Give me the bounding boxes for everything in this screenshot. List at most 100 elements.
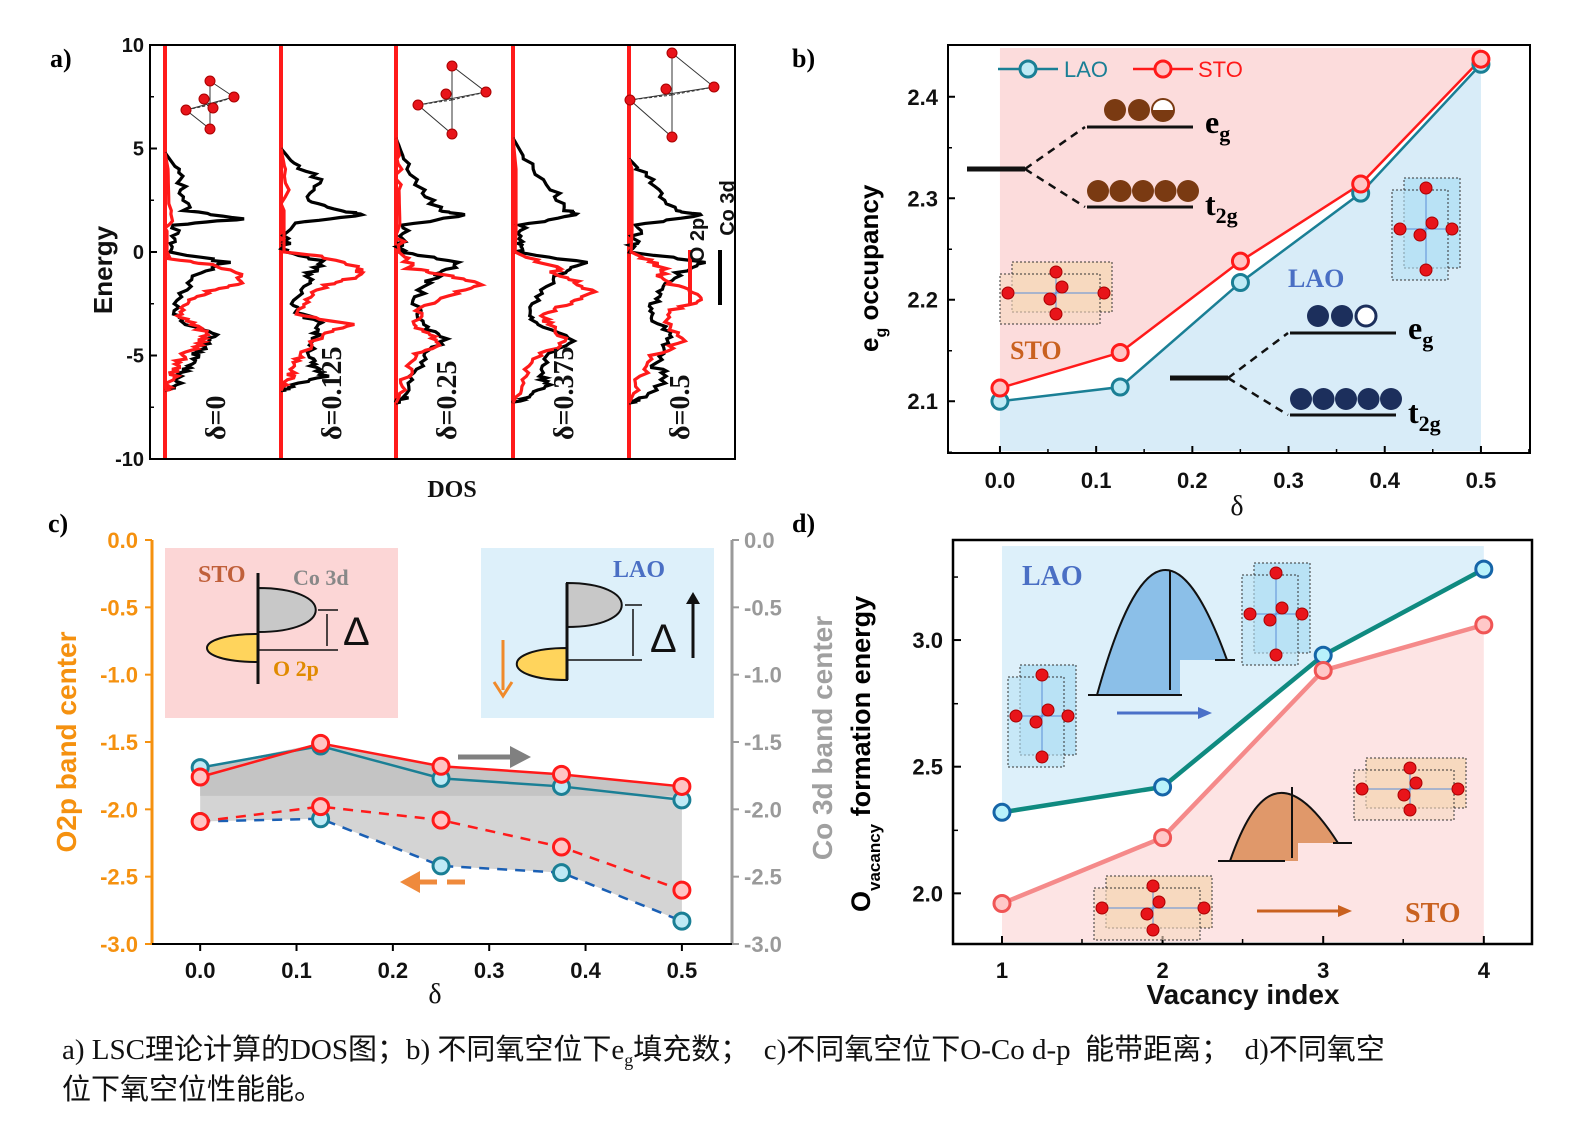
y-tick-label: 2.0 [912,881,943,906]
o2p-band-lobe [206,632,259,664]
x-tick-label: 0.4 [1369,468,1400,493]
octahedron-edge [417,99,453,106]
delta-symbol: Δ [343,610,370,654]
eg-label: eg [1205,104,1230,146]
split-line [1227,376,1289,417]
y-axis-label-part: occupancy [854,184,884,328]
delta-label: δ=0.375 [549,347,580,441]
x-tick-label: 2 [1156,958,1168,983]
oxygen-atom [1055,280,1069,294]
sto-annotation: STO [198,562,246,588]
electron [1290,388,1312,410]
t2g-main: t [1408,394,1419,430]
up-arrow-head [686,592,700,604]
lao-point [1110,377,1130,397]
sto-point [1153,828,1173,848]
orange-arrow-head [400,871,420,893]
electron [1128,99,1150,121]
left-y-tick-label: -2.5 [100,865,138,890]
series-line-lao-o-2p [200,817,683,923]
eg-main: e [1408,310,1422,346]
sto-direction-arrow-head [1338,905,1352,917]
electron [1312,388,1335,410]
data-point [190,767,210,787]
oxygen-atom [1295,607,1309,621]
y-axis-label-part: g [873,328,890,338]
co3d-dos-curve [163,151,245,393]
lao-annotation: LAO [1022,561,1083,592]
sto-crystal-inset [1093,875,1213,941]
legend-co3d-label: Co 3d [717,180,739,236]
oxygen-atom [1197,901,1211,915]
right-y-tick-label: -1.0 [744,663,782,688]
co3d-band-lobe [257,586,317,634]
oxygen-atom [666,131,678,143]
electron [1357,388,1380,410]
octahedron-outline [416,64,488,136]
sto-vacancy-crystal-inset [1353,757,1467,821]
panel-label-b: b) [792,44,815,73]
data-point [190,811,210,831]
lao-point [1153,777,1173,797]
data-point [431,756,451,776]
data-point [672,880,692,900]
x-tick-label: 0.3 [474,958,505,983]
left-y-tick-label: 0.0 [107,528,138,553]
oxygen-atom [1146,879,1160,893]
lao-barrier-fill [1097,569,1227,695]
empty-electron [1354,304,1378,328]
left-y-tick-label: -0.5 [100,595,138,620]
eg-sub: g [1422,327,1433,352]
sto-point [992,893,1012,913]
y-tick-label: 2.5 [912,755,943,780]
lao-schematic-box [481,548,714,718]
oxygen-atom [1425,216,1439,230]
data-point [431,810,451,830]
oxygen-atom [204,123,216,135]
oxygen-atom [228,91,240,103]
panel-label-a: a) [50,44,72,73]
y-tick-label: 2.4 [907,85,938,110]
y-tick-label: 2.1 [907,389,938,414]
lao-point [1474,559,1494,579]
split-line [1227,332,1289,379]
lao-crystal-inset [1391,177,1461,281]
caption-text: a) LSC理论计算的DOS图；b) 不同氧空位下e [62,1034,625,1066]
o2p-dos-curve [394,137,487,404]
right-y-tick-label: -2.0 [744,797,782,822]
oxygen-atom [412,99,424,111]
sto-point [990,378,1010,398]
left-y-tick-label: -1.0 [100,663,138,688]
right-y-tick-label: -1.5 [744,730,782,755]
panel-label-c: c) [48,509,68,538]
electron [1380,388,1402,410]
right-y-tick-label: 0.0 [744,528,775,553]
lao-annotation: LAO [1288,264,1344,293]
lao-crystal-inset [1007,664,1077,768]
oxygen-atom [1397,788,1411,802]
figure-caption-line-2: 位下氧空位性能能。 [62,1074,324,1106]
data-point [311,733,331,753]
split-line [1024,167,1086,209]
sto-point [1351,174,1371,194]
legend-lao-marker [1018,59,1038,79]
co3d-dos-curve [511,137,589,404]
x-tick-label: 0.1 [281,958,312,983]
oxygen-atom [1275,601,1289,615]
oxygen-atom [1095,901,1109,915]
sto-region [999,48,1481,389]
sto-point [1313,660,1333,680]
oxygen-atom [480,86,492,98]
right-y-tick-label: -0.5 [744,595,782,620]
data-point [431,856,451,876]
left-y-axis-label: O2p band center [51,631,82,852]
left-y-tick-label: -1.5 [100,730,138,755]
eg-sub: g [1219,121,1230,146]
data-point [672,776,692,796]
oxygen-atom [446,128,458,140]
t2g-sub: 2g [1419,411,1441,436]
y-axis-label: Ovacancy formation energy [846,596,884,912]
electron [1177,180,1199,202]
